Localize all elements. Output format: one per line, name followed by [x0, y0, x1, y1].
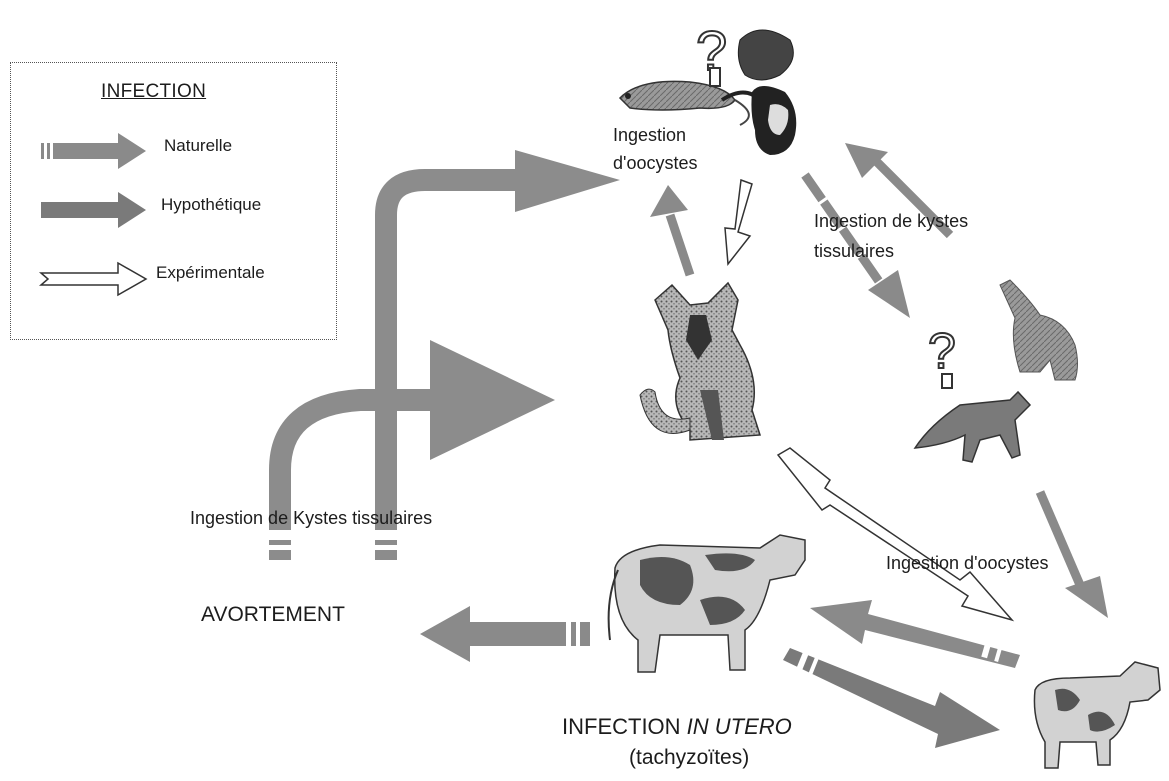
svg-text:?: ? [928, 323, 956, 379]
legend-natural-arrow-icon [36, 131, 156, 171]
question-mark-icon: ? [928, 323, 956, 388]
label-infection-in-utero: INFECTION IN UTERO [562, 714, 792, 740]
arrow-dog-to-rodents [650, 185, 690, 275]
legend-title: INFECTION [101, 81, 206, 103]
dog-icon [640, 283, 760, 440]
fox-icon [915, 392, 1030, 462]
label-ingestion-oocystes-top-1: Ingestion [613, 125, 686, 146]
cow-icon [609, 535, 805, 672]
label-in-utero: IN UTERO [687, 714, 792, 739]
arrow-rodents-to-dog-experimental [725, 180, 752, 264]
arrow-dog-to-calf-experimental [778, 448, 1012, 620]
calf-icon [1034, 662, 1160, 768]
curved-arrow-to-rodents [375, 150, 620, 560]
arrow-cow-to-calf [783, 645, 1000, 748]
label-infection-prefix: INFECTION [562, 714, 687, 739]
label-ingestion-oocystes-right: Ingestion d'oocystes [886, 553, 1049, 574]
arrow-fox-to-calf [1040, 492, 1108, 618]
label-avortement: AVORTEMENT [201, 603, 345, 627]
label-ingestion-oocystes-top-2: d'oocystes [613, 153, 697, 174]
legend-label-naturelle: Naturelle [164, 136, 232, 156]
legend-label-experimentale: Expérimentale [156, 263, 265, 283]
squirrel-icon [722, 30, 796, 155]
wolf-icon [1000, 280, 1078, 380]
legend: INFECTION Naturelle Hypothétique Expérim… [10, 62, 337, 340]
legend-label-hypothetique: Hypothétique [161, 195, 261, 215]
label-ingestion-kystes-2: tissulaires [814, 241, 894, 262]
arrow-cow-to-avortement [420, 606, 590, 662]
question-mark-icon: ? [696, 19, 727, 86]
label-tachyzoites: (tachyzoïtes) [629, 746, 749, 770]
rodent-icon [620, 81, 749, 125]
label-ingestion-kystes-1: Ingestion de kystes [814, 211, 968, 232]
legend-hypothetical-arrow-icon [36, 190, 156, 230]
legend-experimental-arrow-icon [36, 259, 156, 299]
label-ingestion-kystes-tissulaires: Ingestion de Kystes tissulaires [190, 508, 432, 529]
